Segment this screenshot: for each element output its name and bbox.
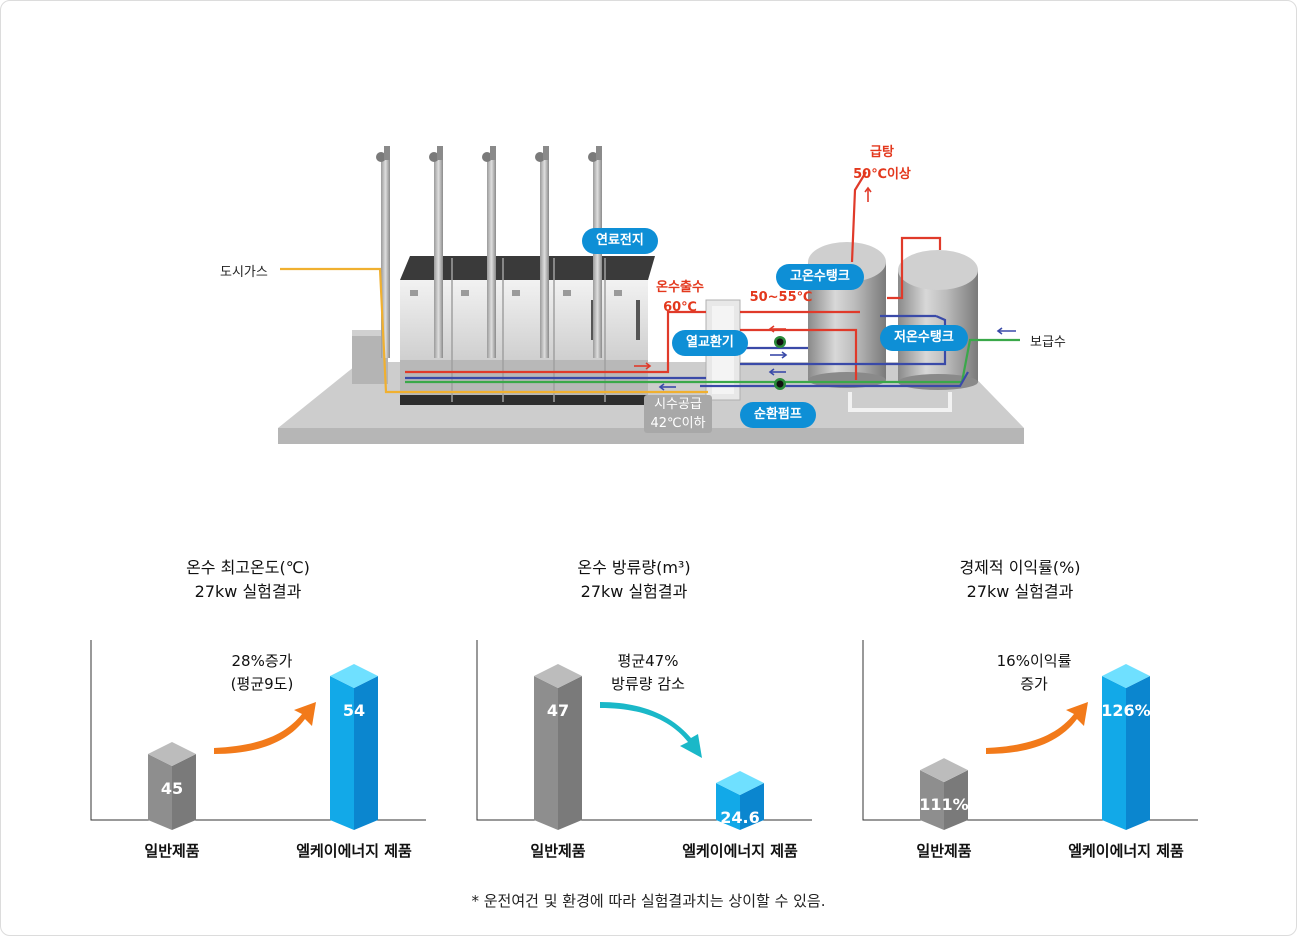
bar-standard-product: 47 bbox=[534, 664, 582, 830]
high-tank-label: 고온수탱크 bbox=[776, 264, 864, 290]
annotation-line1: 16%이익률 bbox=[996, 652, 1072, 670]
bar-lk-energy-product: 24.6 bbox=[716, 771, 764, 830]
annotation-line2: 방류량 감소 bbox=[611, 675, 685, 693]
bar-lk-energy-product: 126% bbox=[1101, 664, 1151, 830]
pipes bbox=[280, 171, 1020, 412]
low-tank-label: 저온수탱크 bbox=[880, 325, 968, 351]
chart-annotation: 28%증가 (평균9도) bbox=[182, 650, 342, 696]
chart-axis bbox=[90, 640, 426, 821]
bar-value-label: 126% bbox=[1101, 701, 1150, 720]
annotation-line1: 평균47% bbox=[617, 652, 679, 670]
return-supply-label: 시수공급 42℃이하 bbox=[644, 395, 712, 433]
return-supply-text: 시수공급 bbox=[654, 397, 702, 412]
bar-value-label: 111% bbox=[919, 795, 968, 814]
category-label: 일반제품 bbox=[916, 842, 972, 860]
return-supply-temp: 42℃이하 bbox=[650, 416, 706, 431]
chart-title: 경제적 이익률(%) 27kw 실험결과 bbox=[870, 556, 1170, 604]
exhaust-stacks bbox=[376, 146, 602, 358]
heat-exchanger-label: 열교환기 bbox=[672, 330, 748, 356]
category-label: 엘케이에너지 제품 bbox=[1068, 842, 1184, 860]
category-label: 엘케이에너지 제품 bbox=[296, 842, 412, 860]
mid-temp-label: 50~55℃ bbox=[749, 290, 813, 305]
bar-lk-energy-product: 54 bbox=[330, 664, 378, 830]
trend-down-arrow-icon bbox=[600, 702, 702, 758]
fuel-cell-label: 연료전지 bbox=[582, 228, 658, 254]
category-label: 일반제품 bbox=[530, 842, 586, 860]
chart-axis bbox=[862, 640, 1198, 821]
circulation-pump-units bbox=[774, 336, 786, 390]
hot-supply-label: 급탕 50℃이상 bbox=[842, 142, 922, 186]
flow-arrows bbox=[634, 186, 1016, 391]
hot-water-out-label: 온수출수 60℃ bbox=[650, 278, 710, 318]
annotation-line1: 28%증가 bbox=[231, 652, 293, 670]
city-gas-label: 도시가스 bbox=[220, 265, 268, 280]
supply-water-label: 보급수 bbox=[1030, 335, 1066, 350]
chart-title-line1: 경제적 이익률(%) bbox=[959, 558, 1081, 577]
hot-water-out-text: 온수출수 bbox=[656, 280, 704, 295]
bar-value-label: 47 bbox=[547, 701, 569, 720]
trend-up-arrow-icon bbox=[986, 702, 1088, 754]
chart-title-line2: 27kw 실험결과 bbox=[966, 582, 1074, 601]
chart-title-line1: 온수 방류량(m³) bbox=[577, 558, 691, 577]
bar-standard-product: 111% bbox=[919, 758, 969, 830]
circulation-pump-label: 순환펌프 bbox=[740, 402, 816, 428]
bar-value-label: 54 bbox=[343, 701, 365, 720]
chart-title: 온수 방류량(m³) 27kw 실험결과 bbox=[484, 556, 784, 604]
annotation-line2: (평균9도) bbox=[230, 675, 294, 693]
bar-value-label: 45 bbox=[161, 779, 183, 798]
chart-title-line2: 27kw 실험결과 bbox=[580, 582, 688, 601]
hot-supply-temp: 50℃이상 bbox=[853, 167, 911, 182]
category-label: 엘케이에너지 제품 bbox=[682, 842, 798, 860]
chart-plot: 47 24.6 bbox=[476, 640, 812, 830]
chart-annotation: 평균47% 방류량 감소 bbox=[568, 650, 728, 696]
chart-plot: 111% 126% bbox=[862, 640, 1198, 830]
trend-up-arrow-icon bbox=[214, 702, 316, 754]
chart-title-line1: 온수 최고온도(℃) bbox=[186, 558, 310, 577]
hot-supply-text: 급탕 bbox=[870, 145, 894, 160]
chart-plot: 45 54 bbox=[90, 640, 426, 830]
bar-value-label: 24.6 bbox=[720, 808, 759, 827]
hot-water-out-temp: 60℃ bbox=[663, 300, 697, 315]
bar-standard-product: 45 bbox=[148, 742, 196, 830]
chart-axis bbox=[476, 640, 812, 821]
low-temp-tank bbox=[898, 250, 978, 390]
category-label: 일반제품 bbox=[144, 842, 200, 860]
footnote: * 운전여건 및 환경에 따라 실험결과치는 상이할 수 있음. bbox=[471, 892, 826, 910]
chart-title-line2: 27kw 실험결과 bbox=[194, 582, 302, 601]
chart-title: 온수 최고온도(℃) 27kw 실험결과 bbox=[98, 556, 398, 604]
annotation-line2: 증가 bbox=[1020, 675, 1048, 693]
